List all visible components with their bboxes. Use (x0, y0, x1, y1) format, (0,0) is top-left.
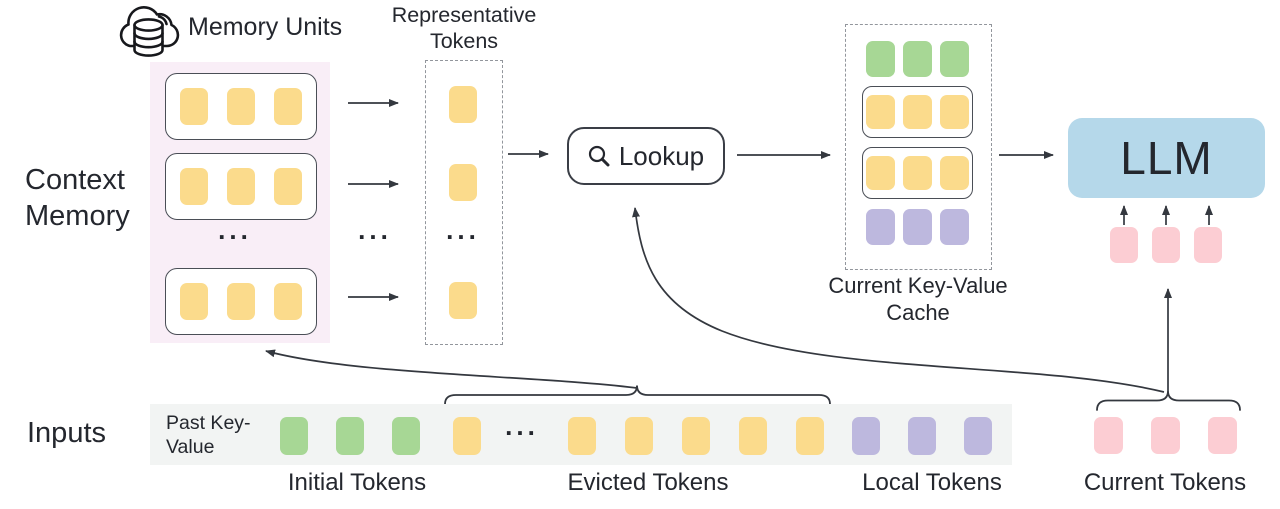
yellow-token (227, 168, 255, 205)
green-token (280, 417, 308, 455)
initial-tokens-group (280, 417, 420, 455)
lookup-button: Lookup (567, 127, 725, 185)
representative-ellipsis: ... (446, 215, 480, 245)
yellow-token (866, 95, 895, 129)
cache-memory-unit-row (862, 86, 973, 138)
llm-input-tokens (1110, 227, 1222, 263)
local-tokens-group (852, 417, 992, 455)
llm-box: LLM (1068, 118, 1265, 198)
cache-local-row (845, 209, 990, 245)
pink-token (1208, 417, 1237, 454)
representative-token-group (449, 282, 477, 319)
yellow-token (796, 417, 824, 455)
memory-unit-row (165, 268, 317, 335)
brace-current-tokens (1096, 390, 1241, 411)
current-kv-cache-box (845, 24, 992, 270)
memory-unit-row (165, 153, 317, 220)
yellow-token (274, 88, 302, 125)
green-token (866, 41, 895, 77)
local-tokens-label: Local Tokens (862, 469, 1002, 496)
evicted-tokens-label: Evicted Tokens (567, 469, 729, 496)
purple-token (908, 417, 936, 455)
yellow-token (739, 417, 767, 455)
representative-tokens-box (425, 60, 503, 345)
magnifier-icon (588, 145, 610, 167)
green-token (392, 417, 420, 455)
yellow-token (903, 95, 932, 129)
yellow-token (227, 283, 255, 320)
green-token (940, 41, 969, 77)
llm-label: LLM (1120, 132, 1213, 184)
memory-units-label: Memory Units (188, 13, 343, 41)
green-token (903, 41, 932, 77)
yellow-token (449, 164, 477, 201)
inputs-label: Inputs (27, 417, 106, 449)
cache-initial-row (845, 41, 990, 77)
yellow-token (940, 95, 969, 129)
yellow-token (866, 156, 895, 190)
initial-tokens-label: Initial Tokens (287, 469, 427, 496)
pink-token (1094, 417, 1123, 454)
lookup-label: Lookup (618, 140, 705, 171)
memory-unit-row (165, 73, 317, 140)
pink-token (1152, 227, 1180, 263)
green-token (336, 417, 364, 455)
cloud-database-icon (119, 6, 180, 57)
pink-token (1110, 227, 1138, 263)
strip-ellipsis: ... (505, 411, 539, 441)
purple-token (866, 209, 895, 245)
yellow-token (625, 417, 653, 455)
curve-evicted-to-memory (265, 349, 638, 389)
purple-token (964, 417, 992, 455)
evicted-tokens-group (453, 417, 481, 455)
pink-token (1151, 417, 1180, 454)
yellow-token (180, 283, 208, 320)
evicted-tokens-group (568, 417, 824, 455)
current-tokens-label: Current Tokens (1083, 469, 1247, 496)
representative-token-group (449, 86, 477, 201)
purple-token (903, 209, 932, 245)
yellow-token (682, 417, 710, 455)
current-tokens-group (1094, 417, 1237, 454)
memory-ellipsis: ... (218, 215, 252, 245)
cache-memory-unit-row (862, 147, 973, 199)
context-memory-label: Context Memory (25, 164, 130, 233)
yellow-token (274, 283, 302, 320)
purple-token (852, 417, 880, 455)
pink-token (1194, 227, 1222, 263)
yellow-token (453, 417, 481, 455)
past-key-value-label: Past Key-Value (166, 412, 251, 458)
purple-token (940, 209, 969, 245)
yellow-token (449, 282, 477, 319)
yellow-token (940, 156, 969, 190)
yellow-token (180, 88, 208, 125)
yellow-token (568, 417, 596, 455)
yellow-token (274, 168, 302, 205)
brace-evicted-tokens (444, 385, 831, 405)
representative-tokens-label: Representative Tokens (391, 3, 537, 54)
current-kv-cache-label: Current Key-Value Cache (828, 273, 1008, 325)
yellow-token (180, 168, 208, 205)
yellow-token (227, 88, 255, 125)
yellow-token (449, 86, 477, 123)
yellow-token (903, 156, 932, 190)
arrows-ellipsis: ... (358, 215, 392, 245)
